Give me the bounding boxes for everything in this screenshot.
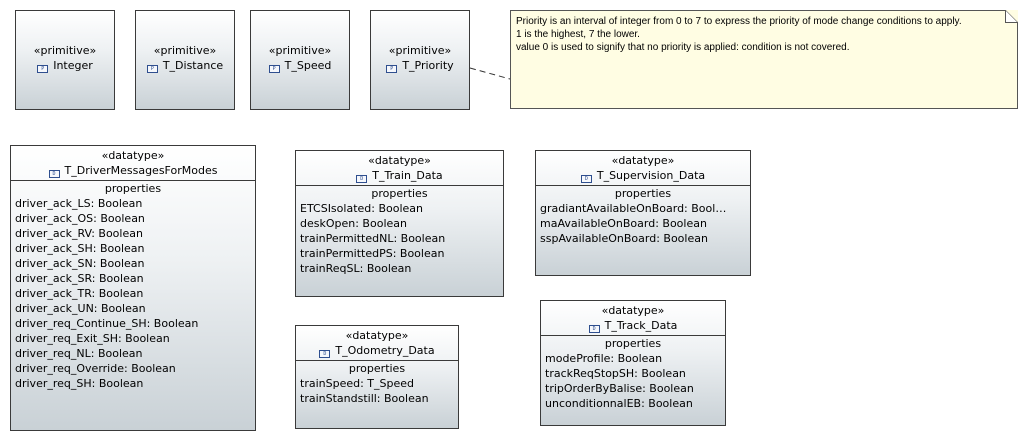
attribute-row[interactable]: gradiantAvailableOnBoard: Bool… — [540, 202, 727, 215]
attribute-row[interactable]: driver_ack_SR: Boolean — [15, 272, 144, 285]
attribute-row[interactable]: trainReqSL: Boolean — [300, 262, 412, 275]
stereotype-label: «primitive» — [33, 44, 97, 57]
datatype-t-train-data[interactable]: «datatype» D T_Train_Data properties ETCS… — [295, 150, 504, 297]
attribute-row[interactable]: sspAvailableOnBoard: Boolean — [540, 232, 708, 245]
attribute-row[interactable]: ETCSIsolated: Boolean — [300, 202, 423, 215]
type-name: T_Speed — [284, 59, 332, 72]
compartment-title: properties — [371, 187, 428, 200]
attribute-row[interactable]: driver_req_Override: Boolean — [15, 362, 176, 375]
attribute-list: ETCSIsolated: Boolean deskOpen: Boolean … — [296, 201, 503, 276]
attribute-row[interactable]: driver_ack_OS: Boolean — [15, 212, 145, 225]
datatype-icon: D — [580, 175, 592, 183]
stereotype-label: «primitive» — [268, 44, 332, 57]
attribute-row[interactable]: driver_ack_SN: Boolean — [15, 257, 145, 270]
stereotype-label: «primitive» — [153, 44, 217, 57]
compartment-title: properties — [348, 362, 406, 375]
compartment-title: properties — [614, 187, 672, 200]
primitive-t-speed[interactable]: «primitive» P T_Speed — [250, 10, 350, 110]
attribute-row[interactable]: driver_ack_UN: Boolean — [15, 302, 146, 315]
datatype-t-odometry-data[interactable]: «datatype» D T_Odometry_Data properties t… — [295, 325, 459, 429]
attribute-row[interactable]: driver_ack_RV: Boolean — [15, 227, 143, 240]
attribute-row[interactable]: driver_req_NL: Boolean — [15, 347, 143, 360]
attribute-row[interactable]: maAvailableOnBoard: Boolean — [540, 217, 707, 230]
primitive-type-icon: P — [146, 65, 158, 73]
primitive-integer[interactable]: «primitive» P Integer — [15, 10, 115, 110]
stereotype-label: «datatype» — [101, 149, 165, 162]
compartment-title: properties — [104, 182, 162, 195]
note-line: 1 is the highest, 7 the lower. — [516, 29, 640, 40]
attribute-row[interactable]: trainSpeed: T_Speed — [300, 377, 414, 390]
primitive-type-icon: P — [37, 65, 49, 73]
primitive-type-icon: P — [386, 65, 398, 73]
datatype-icon: D — [48, 170, 60, 178]
attribute-row[interactable]: modeProfile: Boolean — [545, 352, 663, 365]
type-name: Integer — [53, 59, 93, 72]
attribute-row[interactable]: deskOpen: Boolean — [300, 217, 407, 230]
compartment-divider — [296, 360, 458, 361]
attribute-row[interactable]: driver_ack_TR: Boolean — [15, 287, 144, 300]
note-outline — [510, 10, 1018, 109]
attribute-list: trainSpeed: T_Speed trainStandstill: Boo… — [296, 376, 458, 406]
stereotype-label: «datatype» — [368, 154, 431, 167]
note-line: value 0 is used to signify that no prior… — [516, 42, 850, 53]
attribute-row[interactable]: driver_req_SH: Boolean — [15, 377, 144, 390]
attribute-row[interactable]: unconditionnalEB: Boolean — [545, 397, 693, 410]
attribute-row[interactable]: trainPermittedPS: Boolean — [300, 247, 445, 260]
attribute-list: gradiantAvailableOnBoard: Bool… maAvaila… — [536, 201, 750, 246]
note-anchor-line — [469, 67, 511, 80]
compartment-divider — [11, 180, 255, 181]
compartment-title: properties — [604, 337, 662, 350]
stereotype-label: «primitive» — [388, 44, 452, 57]
type-name: T_DriverMessagesForModes — [64, 164, 218, 177]
attribute-list: modeProfile: Boolean trackReqStopSH: Boo… — [541, 351, 725, 411]
stereotype-label: «datatype» — [611, 154, 675, 167]
compartment-divider — [536, 185, 750, 186]
type-name: T_Distance — [162, 59, 224, 72]
stereotype-label: «datatype» — [345, 329, 409, 342]
note-line: Priority is an interval of integer from … — [516, 16, 962, 27]
attribute-row[interactable]: tripOrderByBalise: Boolean — [545, 382, 694, 395]
attribute-row[interactable]: driver_req_Continue_SH: Boolean — [15, 317, 199, 330]
note-fold-corner — [1005, 10, 1018, 23]
attribute-row[interactable]: trackReqStopSH: Boolean — [545, 367, 686, 380]
attribute-row[interactable]: trainPermittedNL: Boolean — [300, 232, 446, 245]
attribute-row[interactable]: driver_ack_LS: Boolean — [15, 197, 143, 210]
compartment-divider — [541, 335, 725, 336]
attribute-row[interactable]: driver_ack_SH: Boolean — [15, 242, 145, 255]
attribute-list: driver_ack_LS: Boolean driver_ack_OS: Bo… — [11, 196, 255, 391]
datatype-t-supervision-data[interactable]: «datatype» D T_Supervision_Data propertie… — [535, 150, 751, 276]
datatype-icon: D — [356, 175, 368, 183]
stereotype-label: «datatype» — [601, 304, 665, 317]
datatype-t-drivermessagesformodes[interactable]: «datatype» D T_DriverMessagesForModes pro… — [10, 145, 256, 431]
priority-note[interactable]: Priority is an interval of integer from … — [510, 10, 1018, 109]
attribute-row[interactable]: driver_req_Exit_SH: Boolean — [15, 332, 170, 345]
attribute-row[interactable]: trainStandstill: Boolean — [300, 392, 429, 405]
primitive-t-priority[interactable]: «primitive» P T_Priority — [370, 10, 470, 110]
type-name: T_Train_Data — [372, 169, 443, 182]
primitive-t-distance[interactable]: «primitive» P T_Distance — [135, 10, 235, 110]
datatype-icon: D — [319, 350, 331, 358]
primitive-type-icon: P — [268, 65, 280, 73]
datatype-icon: D — [588, 325, 600, 333]
datatype-t-track-data[interactable]: «datatype» D T_Track_Data properties mode… — [540, 300, 726, 426]
type-name: T_Track_Data — [604, 319, 678, 332]
type-name: T_Supervision_Data — [596, 169, 706, 182]
type-name: T_Odometry_Data — [335, 344, 435, 357]
compartment-divider — [296, 185, 503, 186]
type-name: T_Priority — [402, 59, 454, 72]
